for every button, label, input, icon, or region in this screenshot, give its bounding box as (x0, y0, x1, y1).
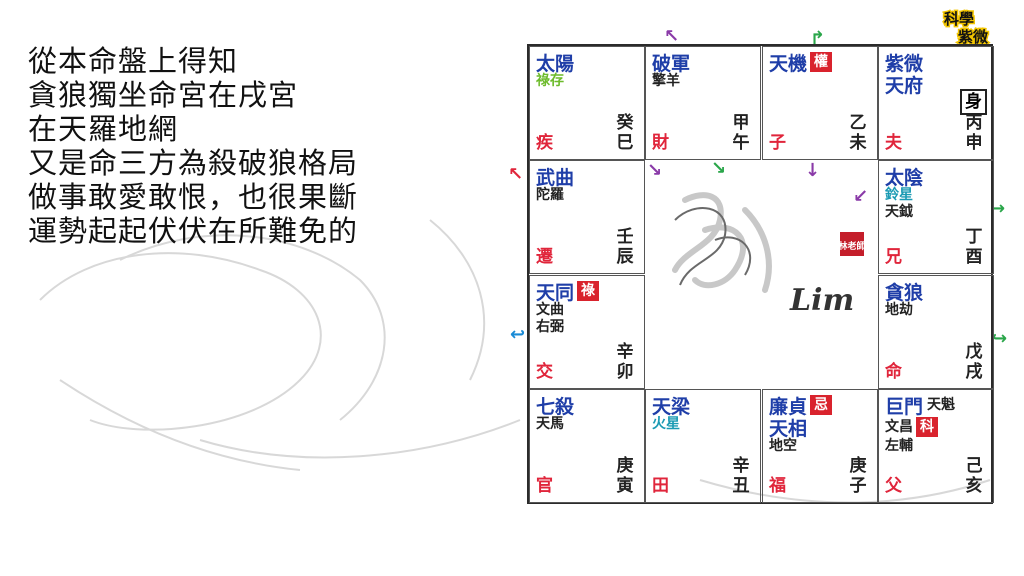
main-star: 天梁 (652, 395, 691, 418)
body-palace-marker: 身 (960, 89, 987, 115)
text-line: 做事敢愛敢恨，也很果斷 (28, 180, 359, 214)
palace-name: 夫 (885, 133, 902, 153)
stem-branch: 癸巳 (616, 113, 634, 153)
main-star: 武曲 (536, 166, 575, 189)
palace-cell-chen: 武曲 陀羅 壬辰 遷 (529, 160, 645, 274)
palace-cell-you: 太陰 鈴星 天鉞 丁酉 兄 (878, 160, 994, 274)
text-line: 運勢起起伏伏在所難免的 (28, 214, 359, 248)
stem-branch: 甲午 (732, 113, 750, 153)
palace-name: 子 (769, 133, 786, 153)
arrow-icon: ↘ (711, 158, 727, 179)
palace-cell-hai: 巨門天魁 文昌科 左輔 己亥 父 (878, 389, 994, 503)
signature-logo: 林老師 Lim (672, 192, 866, 318)
minor-star: 天馬 (536, 416, 564, 432)
minor-star: 鈴星 (885, 187, 913, 203)
palace-cell-wu: 破軍 擎羊 甲午 財 (645, 46, 761, 160)
main-star: 太陽 (536, 52, 575, 75)
ziwei-chart: 太陽 祿存 癸巳 疾 破軍 擎羊 甲午 財 天機權 乙未 子 紫微 天府 身 丙… (527, 44, 994, 504)
description-text-block: 從本命盤上得知 貪狼獨坐命宮在戌宮 在天羅地網 又是命三方為殺破狼格局 做事敢愛… (28, 44, 498, 248)
stem-branch: 壬辰 (616, 227, 634, 267)
transformation-tag: 科 (916, 417, 938, 437)
text-line: 又是命三方為殺破狼格局 (28, 146, 359, 180)
main-star: 巨門 (885, 395, 924, 418)
main-star: 天同 (536, 281, 575, 304)
arrow-icon: ↪ (992, 328, 1008, 349)
palace-name: 交 (536, 362, 553, 382)
palace-cell-shen: 紫微 天府 身 丙申 夫 (878, 46, 994, 160)
transformation-tag: 忌 (810, 395, 833, 415)
palace-cell-mao: 天同祿 文曲 右弼 辛卯 交 (529, 275, 645, 389)
minor-star: 右弼 (536, 319, 564, 335)
arrow-icon: ↩ (510, 324, 526, 345)
arrow-icon: ↘ (647, 160, 663, 181)
main-star: 天府 (885, 74, 924, 97)
stem-branch: 乙未 (849, 113, 867, 153)
main-star: 天相 (769, 417, 808, 440)
palace-cell-zi: 廉貞忌 天相 地空 庚子 福 (762, 389, 878, 503)
palace-cell-wei: 天機權 乙未 子 (762, 46, 878, 160)
text-line: 在天羅地網 (28, 112, 179, 146)
text-line: 從本命盤上得知 (28, 44, 239, 78)
main-star: 太陰 (885, 166, 924, 189)
arrow-icon: ↙ (853, 186, 869, 207)
stem-branch: 庚寅 (616, 456, 634, 496)
palace-cell-chou: 天梁 火星 辛丑 田 (645, 389, 761, 503)
minor-star: 地空 (769, 438, 797, 454)
palace-name: 官 (536, 476, 553, 496)
stem-branch: 辛丑 (732, 456, 750, 496)
arrow-icon: ↱ (810, 28, 826, 49)
palace-name: 財 (652, 133, 669, 153)
center-signature-area: 林老師 Lim ↘ ↘ ↓ ↙ (645, 160, 878, 389)
minor-star: 天魁 (927, 396, 956, 413)
signature-text: Lim (789, 283, 854, 318)
minor-star: 擎羊 (652, 73, 680, 89)
palace-cell-si: 太陽 祿存 癸巳 疾 (529, 46, 645, 160)
minor-star: 左輔 (885, 438, 913, 454)
palace-name: 遷 (536, 247, 553, 267)
text-line: 貪狼獨坐命宮在戌宮 (28, 78, 299, 112)
main-star: 七殺 (536, 395, 575, 418)
minor-star: 陀羅 (536, 187, 564, 203)
seal-text: 林老師 (838, 240, 865, 252)
stem-branch: 己亥 (965, 456, 983, 496)
stem-branch: 辛卯 (616, 342, 634, 382)
brand-logo: 科學 紫微 (940, 4, 1012, 48)
palace-cell-yin: 七殺 天馬 庚寅 官 (529, 389, 645, 503)
minor-star: 文昌 (885, 418, 913, 435)
arrow-icon: ↖ (508, 164, 524, 185)
arrow-icon: ↓ (805, 160, 821, 181)
main-star: 紫微 (885, 52, 924, 75)
main-star: 貪狼 (885, 281, 924, 304)
minor-star: 地劫 (885, 302, 913, 318)
main-star: 廉貞 (769, 395, 808, 418)
stem-branch: 丁酉 (965, 227, 983, 267)
minor-star: 祿存 (536, 73, 564, 89)
transformation-tag: 祿 (577, 281, 600, 301)
logo-text-1: 科學 (942, 9, 975, 30)
stem-branch: 丙申 (965, 113, 983, 153)
palace-name: 父 (885, 476, 902, 496)
palace-name: 兄 (885, 247, 902, 267)
main-star: 天機 (769, 52, 808, 75)
main-star: 破軍 (652, 52, 691, 75)
stem-branch: 戊戌 (965, 342, 983, 382)
palace-cell-xu: 貪狼 地劫 戊戌 命 (878, 275, 994, 389)
minor-star: 文曲 (536, 302, 564, 318)
logo-text-2: 紫微 (956, 27, 989, 48)
minor-star: 天鉞 (885, 204, 913, 220)
minor-star: 火星 (652, 416, 680, 432)
palace-name: 福 (769, 476, 786, 496)
stem-branch: 庚子 (849, 456, 867, 496)
palace-name: 田 (652, 476, 669, 496)
arrow-icon: ↖ (664, 26, 680, 47)
transformation-tag: 權 (810, 52, 833, 72)
palace-name: 疾 (536, 133, 553, 153)
palace-name: 命 (885, 362, 902, 382)
